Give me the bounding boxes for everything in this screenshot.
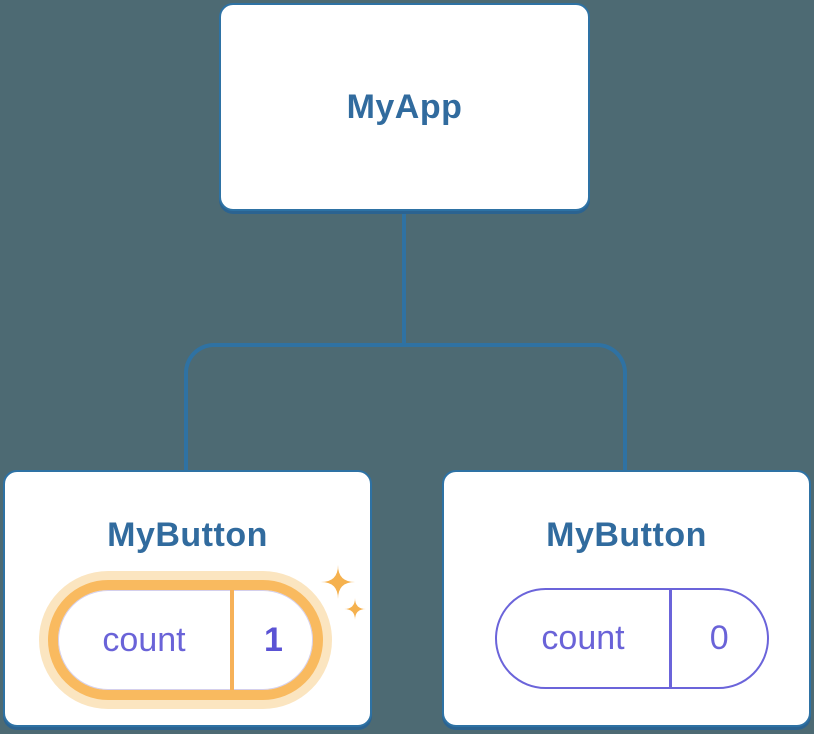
node-mybutton-left: MyButton count 1 — [3, 470, 372, 727]
state-value-cell: 1 — [234, 590, 313, 690]
node-label: MyButton — [546, 516, 707, 554]
state-value-cell: 0 — [672, 590, 768, 687]
connector-branch — [184, 343, 627, 471]
state-pill-highlighted: count 1 — [48, 580, 323, 700]
state-pill-default: count 0 — [495, 588, 769, 689]
state-value: 0 — [709, 619, 729, 657]
node-label: MyButton — [107, 516, 268, 554]
state-value: 1 — [264, 620, 283, 659]
sparkles-icon — [321, 565, 366, 620]
state-key-label: count — [102, 620, 186, 659]
node-myapp: MyApp — [219, 3, 590, 211]
node-mybutton-right: MyButton count 0 — [442, 470, 811, 727]
state-key-label: count — [541, 619, 625, 657]
state-key-cell: count — [497, 590, 669, 687]
pill-divider — [230, 590, 234, 690]
pill-divider — [669, 590, 672, 687]
node-label: MyApp — [346, 87, 463, 126]
connector-trunk-line — [402, 211, 406, 345]
state-key-cell: count — [58, 590, 230, 690]
